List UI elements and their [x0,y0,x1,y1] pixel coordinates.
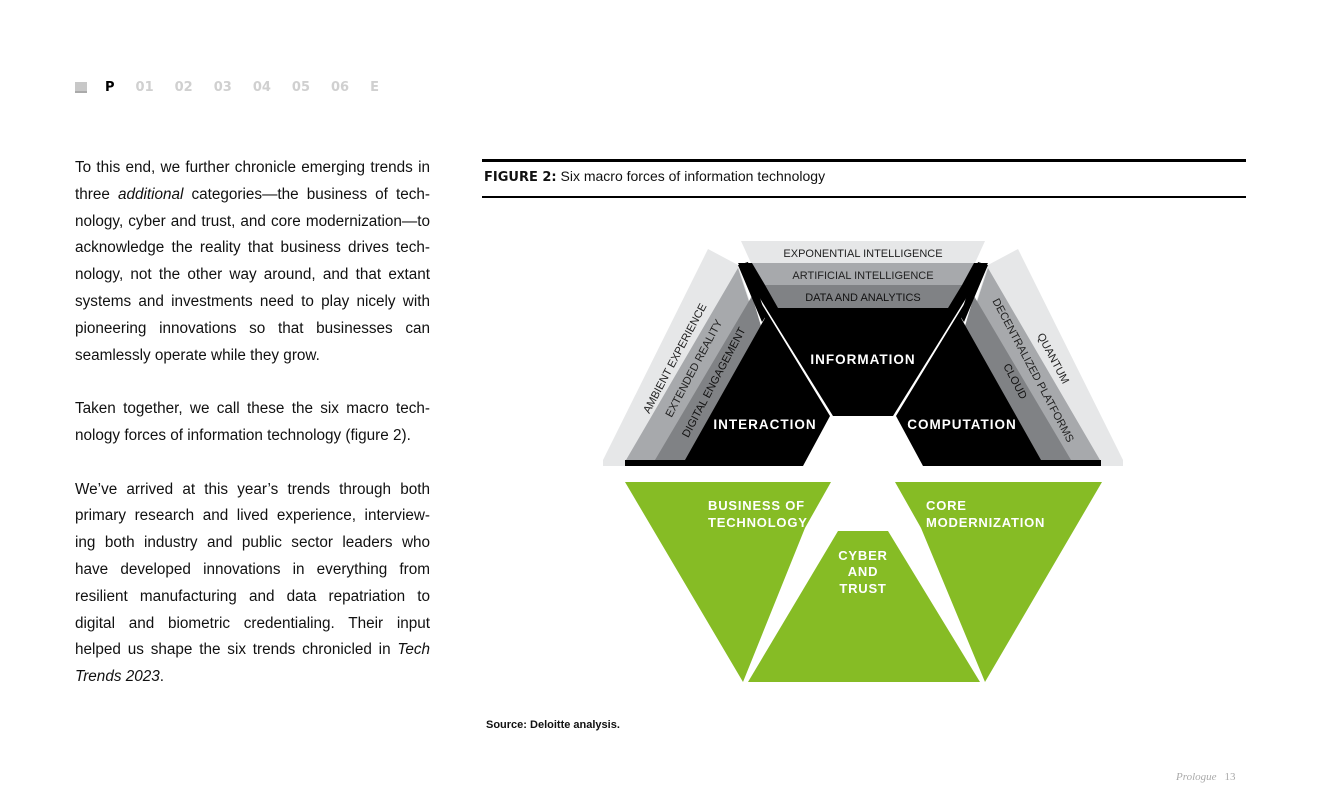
text-segment: systems and investments need to play nic… [75,292,430,310]
computation-label: COMPUTATION [907,417,1017,432]
paragraph: We’ve arrived at this year’s trends thro… [75,477,430,691]
text-segment: nology forces of information technology … [75,426,411,444]
computation-black-edge [960,262,988,322]
information-segment: EXPONENTIAL INTELLIGENCE ARTIFICIAL INTE… [738,241,988,416]
nav-item[interactable]: 05 [291,80,310,95]
figure-header: FIGURE 2: Six macro forces of informatio… [482,159,1246,198]
nav-item[interactable]: E [370,80,379,95]
text-line: pioneering innovations so that businesse… [75,316,430,343]
nav-item[interactable]: 04 [252,80,271,95]
paragraph: To this end, we further chronicle emergi… [75,155,430,369]
figure-label: FIGURE 2: [484,170,557,185]
text-segment: acknowledge the reality that business dr… [75,239,430,257]
text-segment: categories—the business of tech- [183,185,431,203]
text-line: nology, cyber and trust, and core modern… [75,209,430,236]
italic-text: Trends 2023 [75,668,160,686]
text-line: ing both industry and public sector lead… [75,530,430,557]
text-line: systems and investments need to play nic… [75,289,430,316]
italic-text: Tech [397,641,430,659]
core-label: CORE [926,498,967,513]
core-label: MODERNIZATION [926,515,1045,530]
nav-item[interactable]: 02 [174,80,193,95]
text-line: have developed innovations in everything… [75,557,430,584]
text-line: nology, not the other way around, and th… [75,262,430,289]
menu-icon[interactable] [75,82,87,93]
text-segment: digital and biometric credentialing. The… [75,614,430,632]
cyber-label: CYBER [838,548,888,563]
nav-item[interactable]: 03 [213,80,232,95]
interaction-black [685,265,830,466]
text-segment: . [159,668,165,686]
cyber-label: AND [848,564,879,579]
source-note: Source: Deloitte analysis. [486,719,620,731]
text-line: acknowledge the reality that business dr… [75,235,430,262]
paragraph: Taken together, we call these the six ma… [75,396,430,450]
nav-item[interactable]: P [105,80,115,95]
nav-item[interactable]: 06 [331,80,350,95]
text-segment: To this end, we further chronicle emergi… [75,159,430,176]
text-line: three additional categories—the business… [75,182,430,209]
interaction-segment: AMBIENT EXPERIENCE EXTENDED REALITY DIGI… [603,249,830,466]
text-segment: have developed innovations in everything… [75,560,430,578]
cyber-and-trust-shape [748,531,980,682]
text-segment: primary research and lived experience, i… [75,507,430,525]
text-segment: pioneering innovations so that businesse… [75,319,430,337]
cyber-and-trust-segment: CYBER AND TRUST [748,531,980,682]
band-exponential-intelligence [741,241,985,263]
page-number: 13 [1224,771,1236,783]
body-text: To this end, we further chronicle emergi… [75,155,430,718]
text-segment: seamlessly operate while they grow. [75,346,320,364]
text-line: Taken together, we call these the six ma… [75,396,430,423]
nav-item[interactable]: 01 [135,80,154,95]
computation-base [923,460,1101,466]
information-label: INFORMATION [810,352,915,367]
business-label: BUSINESS OF [708,498,805,513]
interaction-base [625,460,803,466]
business-of-technology-segment: BUSINESS OF TECHNOLOGY [625,482,831,682]
cyber-label: TRUST [839,581,886,596]
interaction-label: INTERACTION [713,417,816,432]
business-of-technology-shape [625,482,831,682]
computation-segment: QUANTUM DECENTRALIZED PLATFORMS CLOUD CO… [896,249,1123,466]
text-segment: We’ve arrived at this year’s trends thro… [75,480,430,498]
text-line: resilient manufacturing and data repatri… [75,584,430,611]
text-segment: resilient manufacturing and data repatri… [75,587,430,605]
text-segment: helped us shape the six trends chronicle… [75,641,398,659]
interaction-black-edge [738,262,766,322]
text-segment: ing both industry and public sector lead… [75,534,430,552]
business-label: TECHNOLOGY [708,515,808,530]
figure-title: Six macro forces of information technolo… [556,168,826,184]
band-artificial-intelligence [752,263,974,285]
folio-section: Prologue [1176,771,1217,783]
band-label: DATA AND ANALYTICS [805,292,921,304]
text-line: seamlessly operate while they grow. [75,343,430,370]
text-line: We’ve arrived at this year’s trends thro… [75,477,430,504]
core-modernization-shape [895,482,1102,682]
section-nav: P 01 02 03 04 05 06 E [75,80,400,95]
band-label: EXPONENTIAL INTELLIGENCE [783,248,942,260]
computation-black [896,265,1041,466]
text-line: primary research and lived experience, i… [75,503,430,530]
text-line: Trends 2023. [75,664,430,691]
text-line: helped us shape the six trends chronicle… [75,637,430,664]
core-modernization-segment: CORE MODERNIZATION [895,482,1102,682]
text-line: digital and biometric credentialing. The… [75,611,430,638]
text-segment: three [75,185,118,203]
text-line: nology forces of information technology … [75,423,430,450]
band-data-and-analytics [765,285,962,308]
text-line: To this end, we further chronicle emergi… [75,155,430,182]
page-folio: Prologue 13 [1176,771,1236,783]
text-segment: Taken together, we call these the six ma… [75,400,430,418]
text-segment: nology, cyber and trust, and core modern… [75,212,430,230]
italic-text: additional [117,185,184,203]
band-label: ARTIFICIAL INTELLIGENCE [792,270,933,282]
text-segment: nology, not the other way around, and th… [75,266,430,284]
